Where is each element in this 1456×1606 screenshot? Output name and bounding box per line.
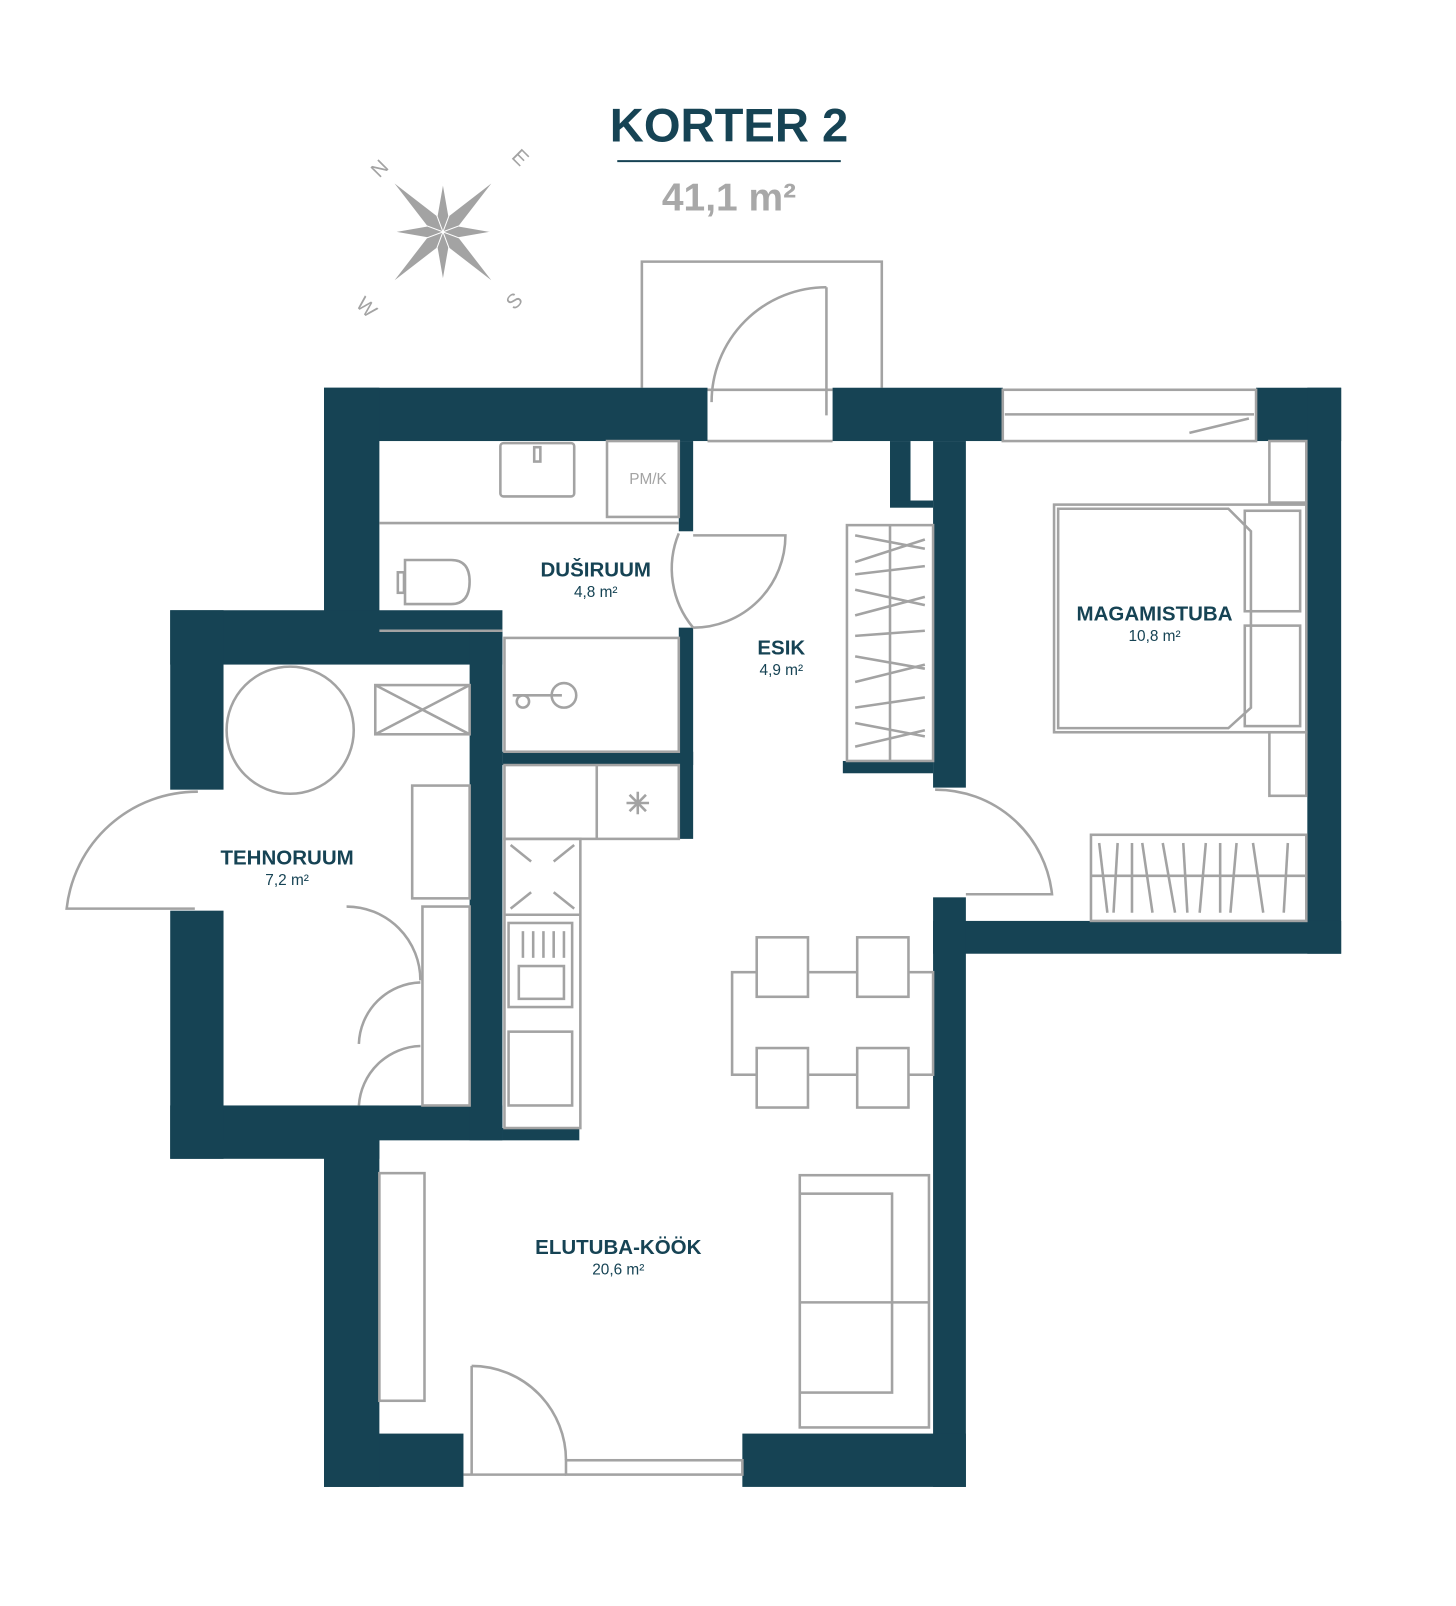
room-elutuba-kook: ELUTUBA-KÖÖK 20,6 m² bbox=[535, 1236, 701, 1279]
compass-e: E bbox=[507, 145, 533, 171]
pmk-label: PM/K bbox=[629, 471, 667, 488]
room-name: ELUTUBA-KÖÖK bbox=[535, 1236, 701, 1259]
bedroom-wardrobe bbox=[1089, 833, 1308, 923]
room-area: 4,8 m² bbox=[574, 584, 618, 601]
shower-head-icon bbox=[550, 681, 578, 709]
compass-rose-icon: N E S W bbox=[351, 145, 533, 323]
bathroom-fixtures: PM/K bbox=[379, 439, 787, 754]
room-magamistuba: MAGAMISTUBA 10,8 m² bbox=[1077, 602, 1233, 645]
total-area: 41,1 m² bbox=[662, 176, 796, 219]
bed-icon bbox=[1052, 503, 1308, 734]
living-furniture bbox=[378, 1171, 931, 1475]
compass-n: N bbox=[366, 155, 393, 182]
room-tehnoruum: TEHNORUUM 7,2 m² bbox=[220, 847, 353, 890]
room-area: 7,2 m² bbox=[265, 872, 309, 889]
toilet-icon bbox=[403, 558, 471, 606]
room-area: 4,9 m² bbox=[760, 662, 804, 679]
room-area: 10,8 m² bbox=[1128, 628, 1180, 645]
room-name: ESIK bbox=[757, 636, 805, 659]
room-esik: ESIK 4,9 m² bbox=[757, 636, 805, 679]
room-name: TEHNORUUM bbox=[220, 847, 353, 870]
room-dusiruum: DUŠIRUUM 4,8 m² bbox=[540, 557, 650, 601]
dining-table bbox=[730, 936, 935, 1109]
walls bbox=[170, 387, 1342, 1487]
pillow bbox=[1243, 509, 1302, 613]
hall-wardrobe bbox=[845, 523, 935, 763]
room-name: DUŠIRUUM bbox=[540, 557, 650, 581]
room-name: MAGAMISTUBA bbox=[1077, 602, 1233, 625]
kitchen-fixtures bbox=[503, 763, 681, 1130]
compass-w: W bbox=[351, 293, 381, 323]
stove-icon bbox=[507, 921, 574, 1009]
boiler-icon bbox=[225, 665, 356, 796]
technical-room-door bbox=[65, 790, 198, 910]
living-window bbox=[463, 1458, 744, 1476]
sink-icon bbox=[499, 441, 576, 498]
technical-room-fixtures bbox=[65, 665, 471, 1107]
shower-area bbox=[503, 636, 681, 754]
plan-title: KORTER 2 bbox=[610, 99, 848, 152]
extractor-icon bbox=[626, 791, 650, 815]
vent-unit bbox=[373, 683, 471, 736]
bathroom-door bbox=[693, 534, 787, 629]
room-area: 20,6 m² bbox=[592, 1262, 644, 1279]
pillow bbox=[1243, 624, 1302, 728]
bedroom-door bbox=[935, 788, 1054, 896]
sink-cabinet bbox=[507, 1030, 574, 1107]
entrance-door bbox=[640, 260, 884, 443]
bedroom-window bbox=[1001, 388, 1258, 443]
compass-s: S bbox=[502, 288, 528, 314]
bedroom-furniture bbox=[1052, 439, 1308, 923]
